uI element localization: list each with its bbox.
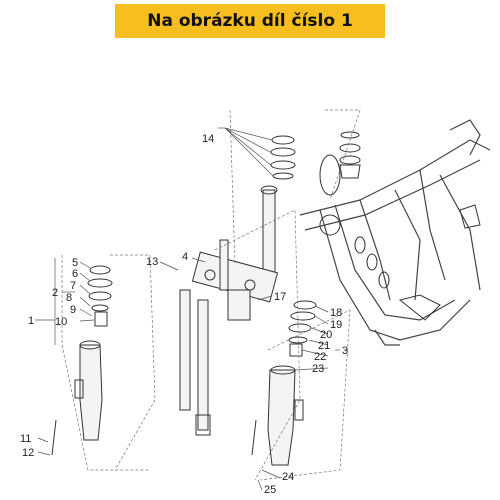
callout-5: 5 xyxy=(72,257,78,269)
callout-3: 3 xyxy=(342,345,348,357)
callout-1: 1 xyxy=(28,315,34,327)
callout-10: 10 xyxy=(55,316,67,328)
callout-21: 21 xyxy=(318,340,330,352)
scooter-frame xyxy=(299,119,491,346)
left-fork-leg xyxy=(51,265,113,456)
steering-stem xyxy=(191,185,279,321)
callout-12: 12 xyxy=(22,447,34,459)
callout-4: 4 xyxy=(182,251,188,263)
right-fork-leg xyxy=(251,300,317,466)
part-number-banner: Na obrázku díl číslo 1 xyxy=(115,4,385,38)
callout-18: 18 xyxy=(330,307,342,319)
callout-19: 19 xyxy=(330,319,342,331)
callout-14: 14 xyxy=(202,133,214,145)
leader-lines xyxy=(35,127,340,491)
callout-17: 17 xyxy=(274,291,286,303)
callout-20: 20 xyxy=(320,329,332,341)
callout-22: 22 xyxy=(314,351,326,363)
callout-6: 6 xyxy=(72,268,78,280)
callout-7: 7 xyxy=(70,280,76,292)
callout-23: 23 xyxy=(312,363,324,375)
callout-13: 13 xyxy=(146,256,158,268)
callout-11: 11 xyxy=(20,433,31,445)
callout-labels: 1 2 5 6 7 8 9 10 11 12 14 13 4 17 18 19 … xyxy=(20,133,348,496)
callout-9: 9 xyxy=(70,304,76,316)
callout-8: 8 xyxy=(66,292,72,304)
banner-title: Na obrázku díl číslo 1 xyxy=(147,11,353,31)
explosion-guides xyxy=(61,109,361,481)
callout-25: 25 xyxy=(264,484,276,496)
left-fork-tube xyxy=(179,239,229,436)
headset-bearing-set xyxy=(270,131,361,180)
callout-2: 2 xyxy=(52,287,58,299)
callout-24: 24 xyxy=(282,471,294,483)
